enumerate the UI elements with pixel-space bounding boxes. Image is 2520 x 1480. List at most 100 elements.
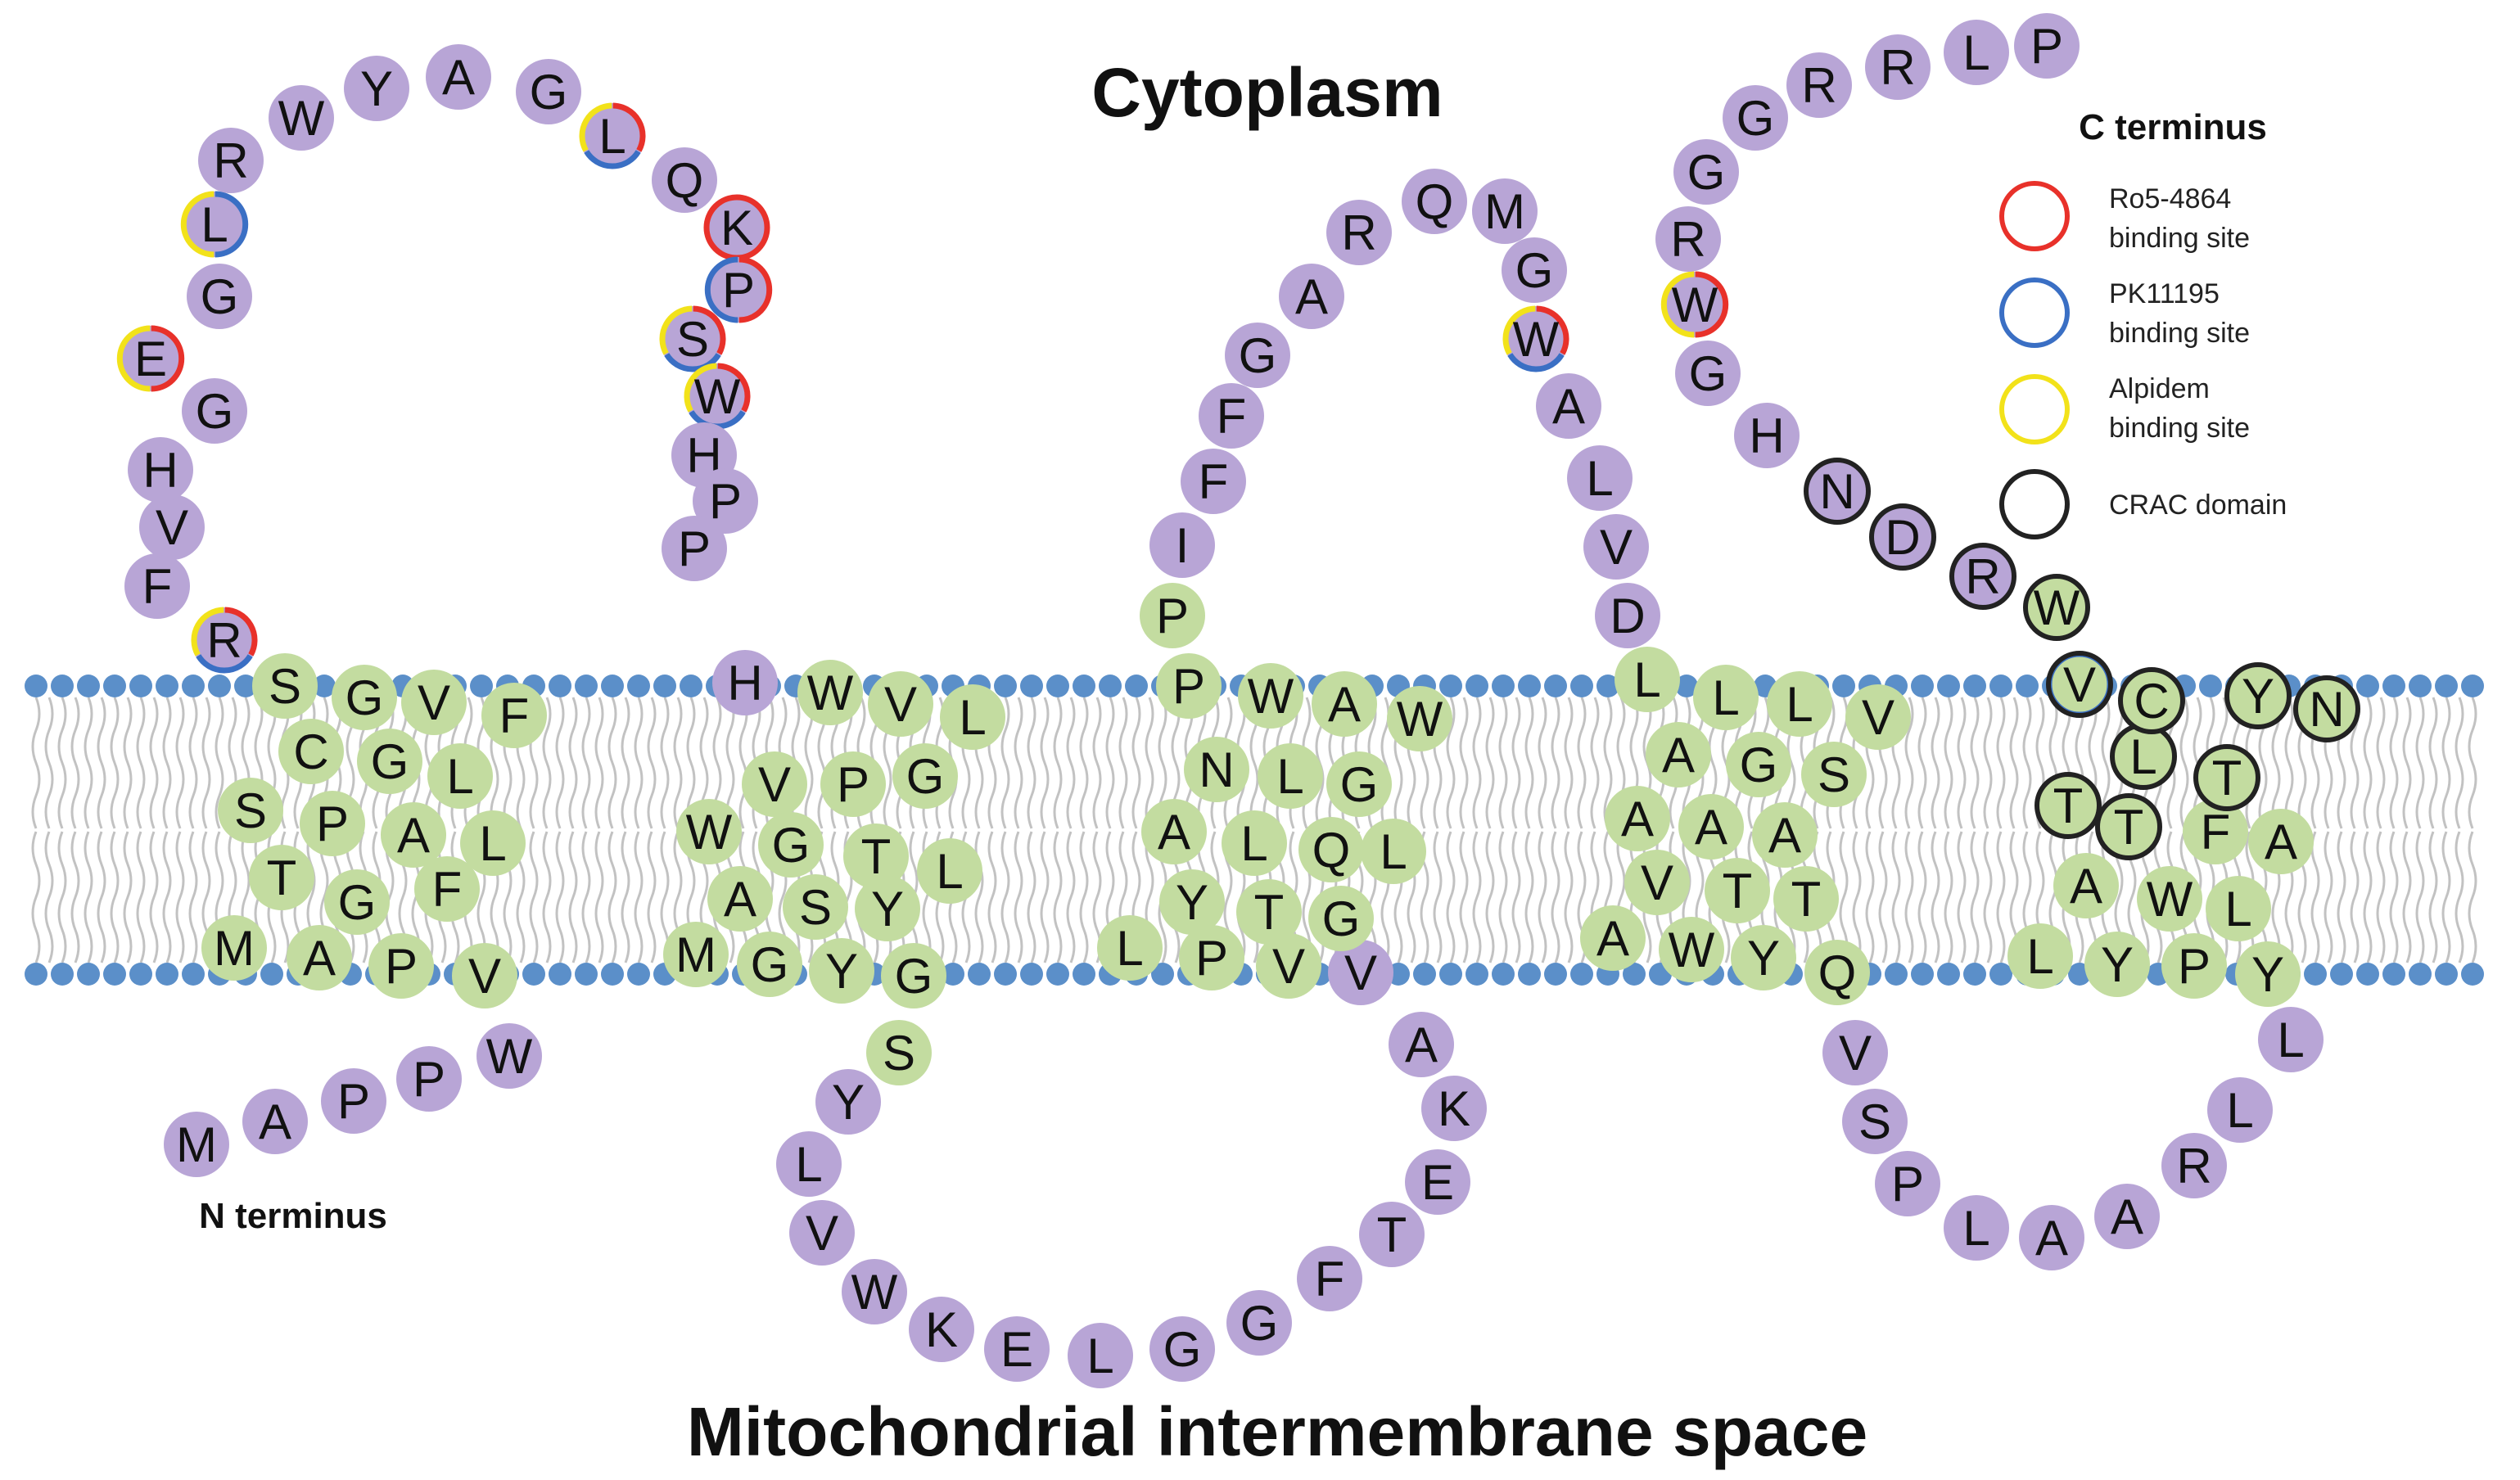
- residue-letter: R: [213, 133, 248, 188]
- crac-ring: [2046, 651, 2113, 718]
- membrane-residue: Y: [2224, 662, 2292, 729]
- residue-circle: [1097, 915, 1163, 981]
- residue-letter: A: [1328, 677, 1361, 732]
- residue-letter: L: [1276, 749, 1303, 804]
- residue-circle: [1149, 512, 1215, 578]
- residue-letter: W: [686, 805, 733, 860]
- residue-letter: S: [676, 312, 709, 367]
- residue-letter: W: [1248, 669, 1294, 724]
- residue-letter: L: [201, 197, 228, 252]
- residue-circle: [1580, 905, 1646, 971]
- residue-circle: [1326, 751, 1392, 817]
- residue-letter: Y: [360, 61, 393, 116]
- residue-circle: [1726, 732, 1791, 797]
- membrane-residue: P: [820, 751, 886, 817]
- loop-residue: G: [1723, 85, 1788, 151]
- residue-circle: [2225, 663, 2291, 729]
- binding-site-ring: [1536, 305, 1569, 355]
- residue-circle: [1842, 1089, 1908, 1154]
- residue-letter: L: [2129, 729, 2156, 784]
- lipid-head-upper: [2356, 675, 2379, 697]
- residue-circle: [783, 874, 848, 940]
- loop-residue: W: [476, 1023, 542, 1089]
- residue-letter: H: [1749, 408, 1784, 463]
- lipid-head-lower: [77, 963, 100, 986]
- membrane-residue: P: [368, 933, 434, 999]
- residue-circle: [1536, 373, 1601, 439]
- legend-label-line2: binding site: [2109, 318, 2250, 349]
- loop-residue: W: [842, 1259, 907, 1324]
- loop-residue: A: [426, 44, 491, 110]
- residue-letter: Y: [871, 882, 904, 936]
- residue-circle: [2137, 866, 2202, 932]
- residue-circle: [269, 85, 334, 151]
- red-ring-icon: [1999, 181, 2070, 251]
- residue-letter: R: [206, 613, 242, 668]
- residue-letter: A: [2265, 814, 2297, 869]
- residue-letter: L: [598, 109, 625, 164]
- loop-residue: R: [1655, 206, 1721, 272]
- membrane-residue: L: [1767, 671, 1832, 737]
- residue-letter: W: [1397, 692, 1443, 747]
- residue-circle: [452, 943, 517, 1008]
- residue-circle: [2207, 1077, 2273, 1143]
- residue-circle: [693, 468, 758, 534]
- residue-circle: [2024, 575, 2089, 640]
- residue-letter: G: [530, 65, 568, 120]
- residue-circle: [332, 665, 397, 730]
- membrane-residue: P: [2161, 933, 2227, 999]
- loop-residue: D: [1869, 503, 1936, 571]
- membrane-residue: L: [1361, 819, 1426, 884]
- residue-circle: [1421, 1076, 1487, 1141]
- residue-circle: [866, 1020, 932, 1085]
- lipid-head-lower: [1413, 963, 1436, 986]
- binding-site-ring: [704, 256, 738, 323]
- residue-circle: [1567, 445, 1633, 511]
- binding-site-ring: [693, 305, 726, 355]
- residue-circle: [2206, 876, 2271, 941]
- residue-circle: [1258, 743, 1323, 809]
- loop-residue: P: [693, 468, 758, 534]
- residue-letter: G: [1322, 891, 1361, 946]
- residue-circle: [1225, 323, 1290, 388]
- residue-circle: [2235, 941, 2301, 1007]
- residue-circle: [809, 938, 874, 1004]
- residue-letter: G: [1687, 145, 1726, 200]
- membrane-residue: T: [1773, 866, 1839, 932]
- residue-circle: [1624, 850, 1690, 915]
- legend-label-line2: binding site: [2109, 223, 2250, 254]
- loop-residue: P: [704, 256, 773, 323]
- membrane-residue: S: [252, 653, 318, 719]
- residue-letter: Y: [832, 1075, 865, 1130]
- membrane-residue: V: [452, 943, 517, 1008]
- residue-letter: F: [1199, 454, 1229, 509]
- residue-circle: [1222, 810, 1287, 876]
- residue-letter: P: [678, 521, 711, 576]
- residue-letter: R: [1801, 58, 1836, 113]
- residue-letter: L: [2026, 929, 2053, 984]
- binding-site-ring: [612, 102, 646, 152]
- membrane-residue: T: [249, 845, 314, 910]
- residue-letter: T: [861, 829, 892, 884]
- residue-letter: P: [1172, 659, 1205, 714]
- loop-residue: W: [269, 85, 334, 151]
- membrane-residue: M: [201, 915, 267, 981]
- legend-label-line1: Ro5-4864: [2109, 183, 2231, 214]
- crac-ring: [2118, 667, 2185, 734]
- residue-letter: G: [1340, 757, 1379, 812]
- loop-residue: L: [2258, 1007, 2324, 1072]
- residue-letter: S: [883, 1026, 915, 1081]
- residue-circle: [580, 103, 645, 169]
- lipid-head-upper: [1046, 675, 1069, 697]
- residue-circle: [1297, 1246, 1362, 1311]
- residue-circle: [1226, 1290, 1292, 1356]
- residue-circle: [2183, 799, 2248, 864]
- lipid-head-upper: [1570, 675, 1593, 697]
- residue-letter: L: [795, 1137, 822, 1192]
- residue-circle: [820, 751, 886, 817]
- binding-site-ring: [191, 607, 224, 657]
- residue-circle: [789, 1200, 855, 1266]
- residue-circle: [476, 1023, 542, 1089]
- membrane-residue: V: [2046, 651, 2113, 718]
